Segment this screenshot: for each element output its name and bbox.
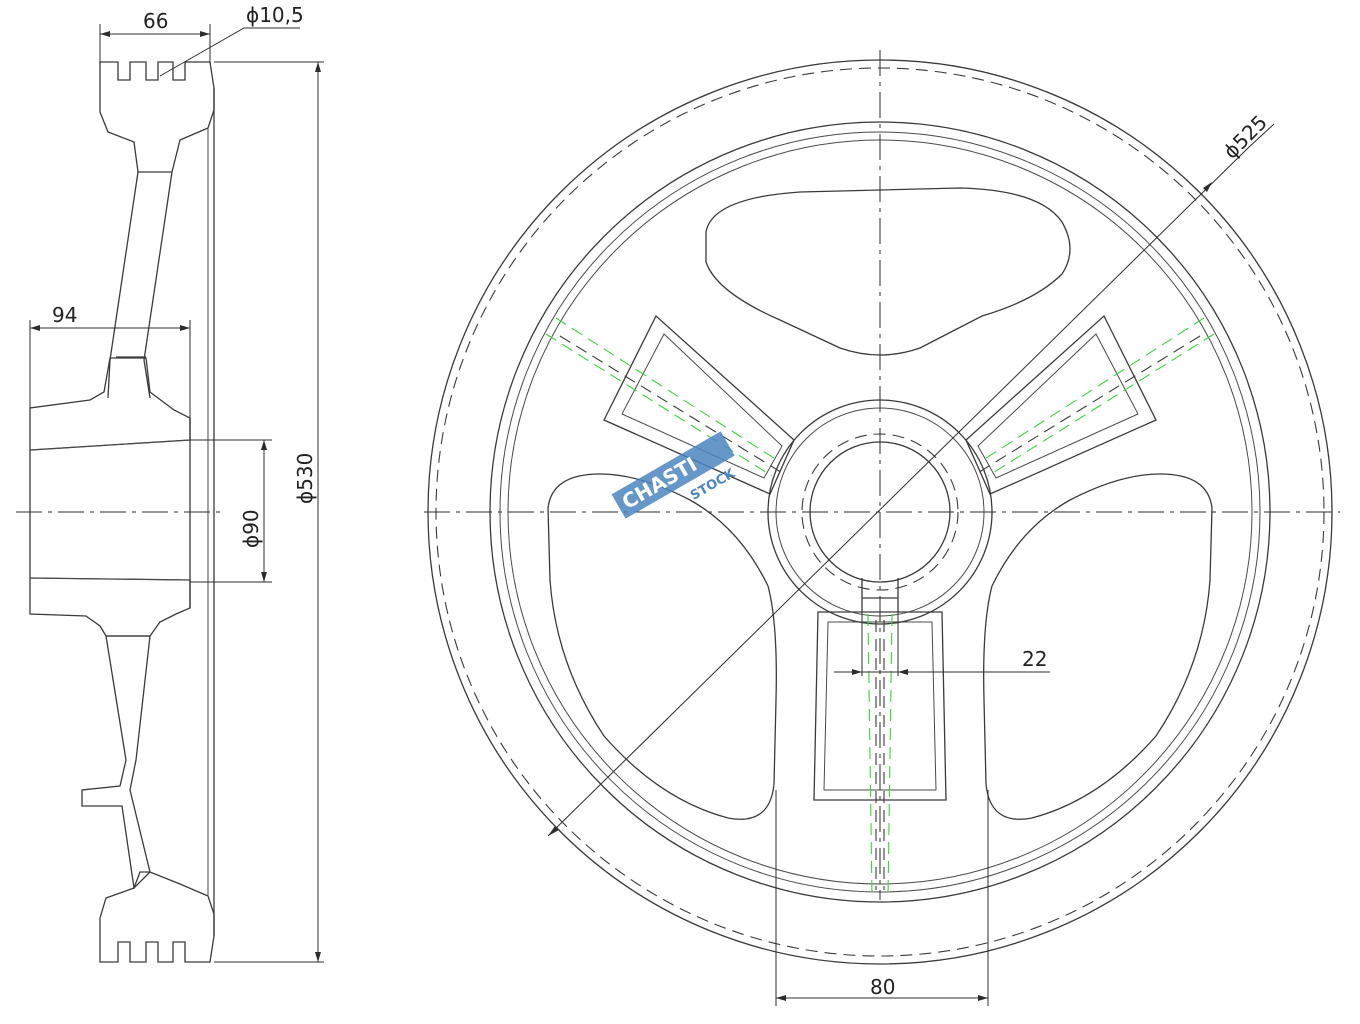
spoke-bottom [813, 611, 947, 801]
construction-lines [545, 317, 1215, 897]
dim-hub-label: 94 [52, 303, 77, 327]
dim-spoke-label: 80 [870, 975, 895, 999]
watermark-logo: CHASTI STOCK [611, 431, 739, 519]
side-section-view: 66 ϕ10,5 94 ϕ90 ϕ530 [16, 3, 324, 963]
top-rim-section [99, 61, 215, 173]
top-window [705, 187, 1071, 356]
lower-hub-section [29, 577, 191, 637]
dim-bore-label: ϕ90 [239, 509, 263, 548]
lower-right-window [983, 473, 1213, 820]
spoke-right [965, 314, 1157, 495]
dim-key-label: 22 [1022, 647, 1047, 671]
upper-web [107, 171, 173, 399]
lower-web-section [81, 635, 151, 890]
watermark-brand: CHASTI [618, 452, 701, 514]
dim-width-label: 66 [143, 9, 168, 33]
dim-hole-label: ϕ10,5 [246, 3, 304, 27]
dim-track-label: ϕ525 [1219, 110, 1272, 163]
front-view: ϕ525 22 80 [424, 50, 1340, 1006]
dim-outer-label: ϕ530 [293, 453, 317, 504]
bottom-rim-section [99, 871, 215, 963]
lower-left-window [547, 473, 777, 820]
